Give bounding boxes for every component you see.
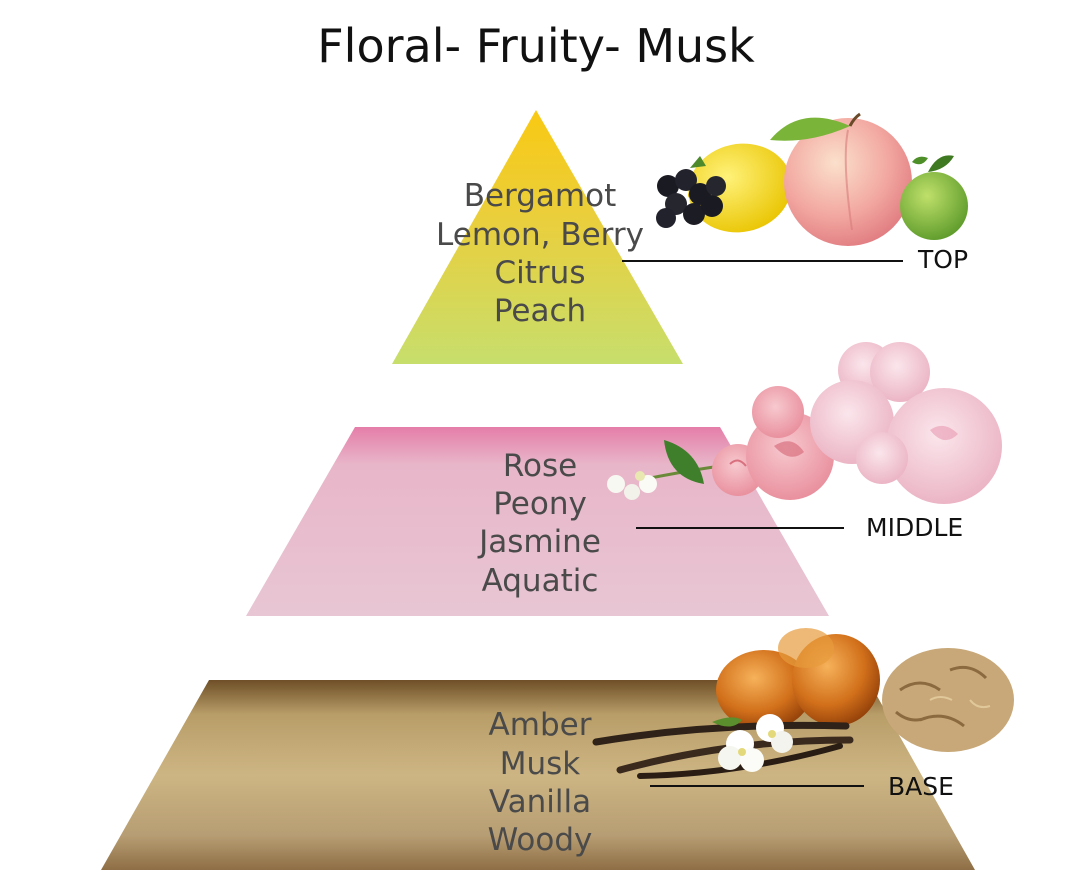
top-note-3: Citrus xyxy=(495,255,586,291)
middle-note-1: Rose xyxy=(503,448,577,484)
middle-tier-label: MIDDLE xyxy=(866,513,963,542)
peach-icon xyxy=(770,112,912,246)
wood-shavings-icon xyxy=(882,648,1014,752)
middle-note-2: Peony xyxy=(493,486,587,522)
jasmine-flower-icon xyxy=(712,714,793,772)
base-note-3: Vanilla xyxy=(489,784,591,820)
base-note-1: Amber xyxy=(489,707,592,743)
middle-note-4: Aquatic xyxy=(482,563,599,599)
top-triangle xyxy=(392,110,683,364)
blackberry-icon xyxy=(656,156,726,228)
top-note-4: Peach xyxy=(494,293,586,329)
amber-icon xyxy=(716,628,880,730)
top-note-2: Lemon, Berry xyxy=(436,217,644,253)
tier-top: Bergamot Lemon, Berry Citrus Peach TOP xyxy=(392,110,968,364)
diagram-title: Floral- Fruity- Musk xyxy=(317,19,755,73)
base-note-2: Musk xyxy=(500,746,581,782)
base-tier-label: BASE xyxy=(888,772,954,801)
tier-base: Amber Musk Vanilla Woody BASE xyxy=(101,628,1014,870)
tier-middle: Rose Peony Jasmine Aquatic MIDDLE xyxy=(246,342,1002,616)
bergamot-icon xyxy=(900,155,968,240)
base-note-4: Woody xyxy=(488,822,593,858)
middle-note-3: Jasmine xyxy=(477,524,601,560)
top-tier-label: TOP xyxy=(917,245,968,274)
jasmine-icon xyxy=(607,440,721,500)
top-note-1: Bergamot xyxy=(464,178,617,214)
peony-icon xyxy=(810,342,1002,504)
